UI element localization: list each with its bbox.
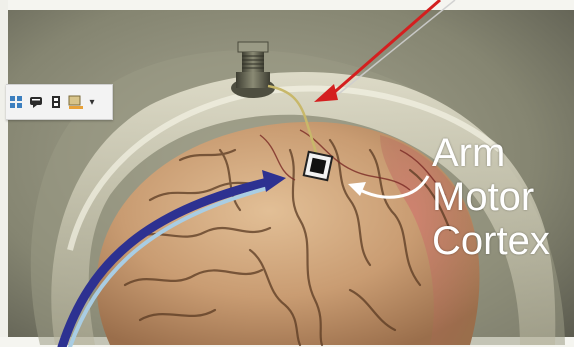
arm-motor-cortex-label: Arm Motor Cortex [432,131,572,263]
label-line-2: Motor [432,175,572,219]
copy-icon[interactable] [48,94,64,110]
grid-icon[interactable] [8,94,24,110]
label-line-1: Arm [432,131,572,175]
floating-toolbar: ▾ [6,84,113,120]
connector-neck [236,72,270,88]
connector-cap [238,42,268,52]
electrode-array [304,152,332,180]
highlight-icon[interactable] [68,94,84,110]
label-line-3: Cortex [432,219,572,263]
connector-body [242,52,264,72]
dropdown-icon[interactable]: ▾ [88,94,96,110]
left-strip [0,0,8,347]
comment-icon[interactable] [28,94,44,110]
top-strip [0,0,574,10]
